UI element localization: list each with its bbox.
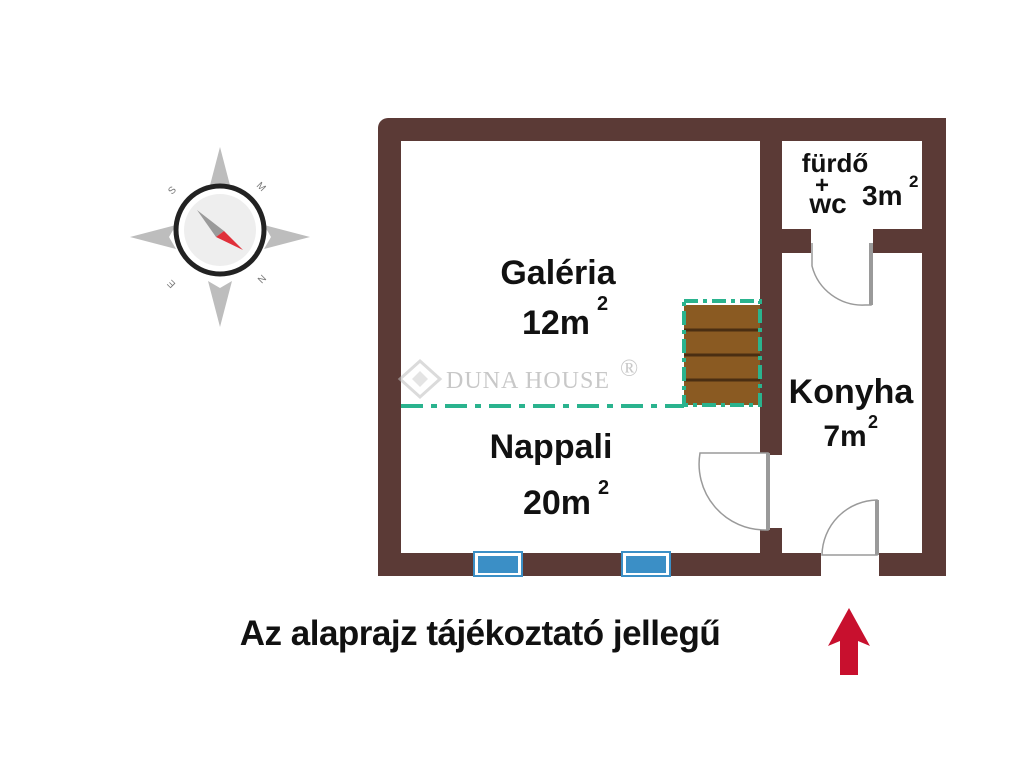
staircase (682, 299, 762, 407)
room-area-furdo: 3m (862, 180, 902, 211)
door-opening (821, 553, 879, 576)
caption-disclaimer: Az alaprajz tájékoztató jellegű (239, 614, 721, 653)
room-area-sup-nappali: 2 (598, 477, 609, 499)
room-name-furdo-line2: + (815, 172, 829, 199)
room-area-sup-konyha: 2 (868, 412, 878, 432)
room-area-sup-galeria: 2 (597, 293, 608, 315)
door-swing-living (698, 452, 770, 531)
room-area-nappali: 20m (523, 484, 591, 522)
watermark-brand: DUNA HOUSE (446, 368, 610, 394)
room-name-konyha: Konyha (789, 373, 915, 411)
room-name-furdo-line1: fürdő (802, 148, 868, 178)
room-area-konyha: 7m (823, 420, 866, 453)
window (626, 556, 666, 573)
wall-jamb (760, 528, 782, 536)
wall-jamb (760, 447, 782, 455)
compass-icon: S M E N (130, 147, 310, 327)
compass-label-m: M (254, 180, 268, 194)
door-swing-bathroom (811, 243, 873, 306)
compass-label-e: E (165, 277, 178, 290)
room-area-sup-furdo: 2 (909, 172, 918, 191)
compass-label-s: S (166, 184, 179, 197)
compass-label-n: N (255, 272, 268, 285)
entrance-arrow-icon (828, 608, 870, 675)
room-name-nappali: Nappali (490, 428, 613, 466)
room-name-furdo-line3: wc (808, 188, 846, 219)
room-area-galeria: 12m (522, 304, 590, 342)
duna-house-logo-icon (397, 358, 443, 400)
door-swing-entrance (821, 499, 879, 556)
watermark-mark: ® (620, 356, 639, 382)
window (478, 556, 518, 573)
room-name-galeria: Galéria (500, 254, 616, 292)
